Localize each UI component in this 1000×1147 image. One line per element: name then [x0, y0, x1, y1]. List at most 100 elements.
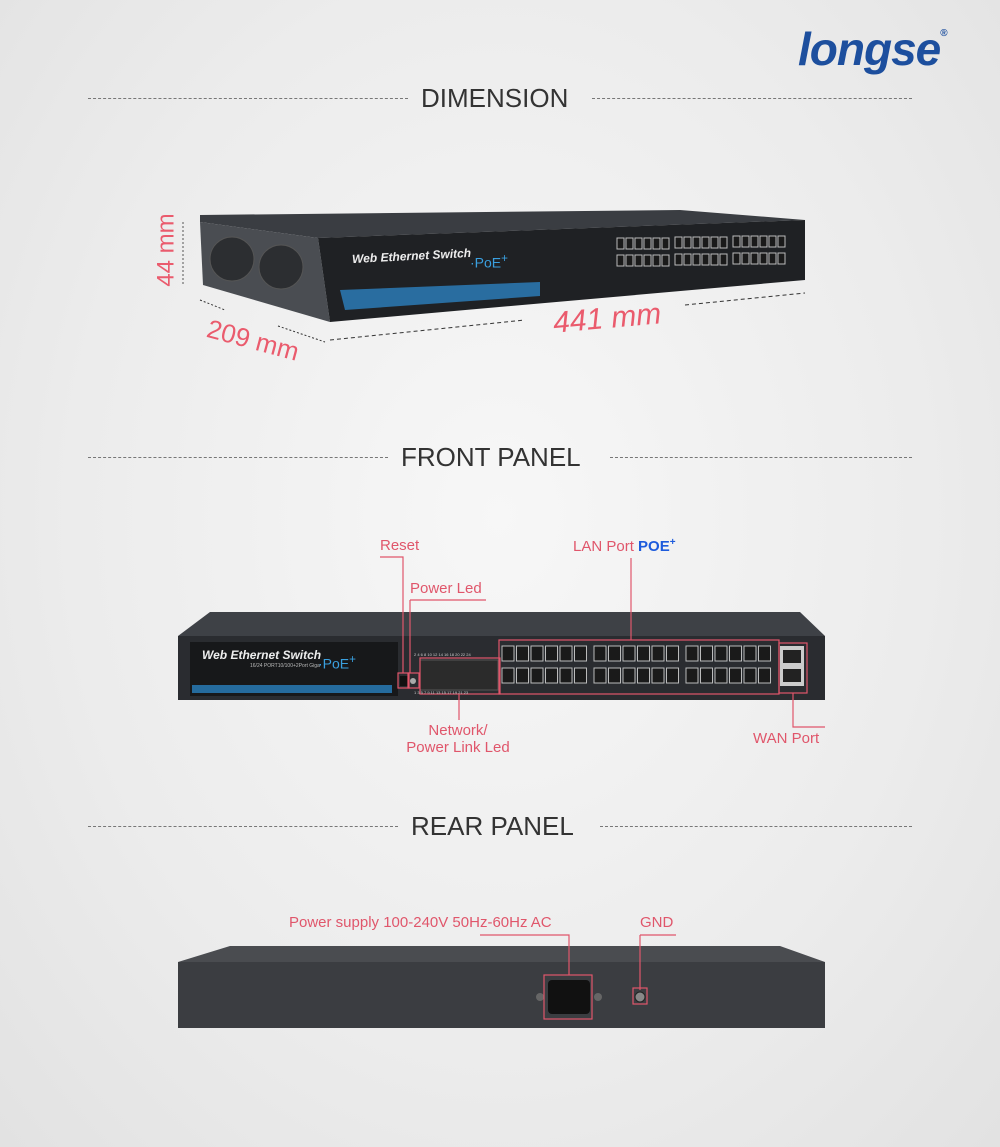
logo-text: longse	[798, 23, 941, 75]
ethernet-port	[643, 254, 652, 267]
ethernet-port	[625, 237, 634, 250]
ethernet-port	[692, 253, 701, 266]
label-line: Power Link Led	[406, 739, 510, 756]
section-dimension: DIMENSION	[0, 83, 1000, 113]
ethernet-port	[593, 645, 607, 662]
power-led	[410, 678, 416, 684]
ethernet-port	[651, 645, 665, 662]
switch-rear-panel	[178, 934, 825, 1028]
registered-mark: ®	[940, 28, 947, 39]
ethernet-port	[593, 667, 607, 684]
switch-body	[178, 962, 825, 1028]
section-front-panel: FRONT PANEL	[0, 442, 1000, 472]
switch-top	[178, 946, 825, 962]
ethernet-port	[732, 235, 741, 248]
divider	[88, 98, 408, 99]
width-line	[684, 292, 806, 306]
ethernet-port	[545, 645, 558, 662]
ethernet-port	[516, 645, 529, 662]
ethernet-port	[643, 237, 652, 250]
wan-port-label: WAN Port	[753, 730, 820, 747]
switch-perspective	[182, 210, 806, 343]
network-led-label: Network/Power Link Led	[403, 722, 513, 756]
led-numbers-top: 2 4 6 8 10 12 14 16 18 20 22 24	[414, 652, 471, 657]
ethernet-port	[674, 236, 683, 249]
power-socket	[548, 980, 590, 1014]
ethernet-port	[666, 667, 679, 684]
ethernet-port	[637, 667, 650, 684]
ethernet-port	[701, 236, 710, 249]
ethernet-port	[758, 667, 771, 684]
ethernet-port	[616, 254, 625, 267]
ethernet-port	[637, 645, 650, 662]
led-numbers-bottom: 1 3 5 7 9 11 13 15 17 19 21 23	[414, 690, 469, 695]
reset-label: Reset	[380, 537, 420, 554]
reset-button[interactable]	[400, 676, 408, 686]
ethernet-port	[625, 254, 634, 267]
ethernet-port	[608, 645, 621, 662]
ethernet-port	[622, 667, 636, 684]
divider	[88, 826, 398, 827]
port-grid	[616, 235, 786, 267]
ethernet-port	[729, 667, 742, 684]
ethernet-port	[666, 645, 679, 662]
ethernet-port	[777, 235, 786, 248]
section-title: FRONT PANEL	[401, 442, 581, 472]
ethernet-port	[683, 236, 692, 249]
ethernet-port	[714, 645, 728, 662]
section-title: REAR PANEL	[411, 811, 574, 841]
poe-text: POE	[638, 538, 670, 555]
ethernet-port	[700, 645, 713, 662]
switch-front-panel	[178, 556, 825, 728]
ethernet-port	[710, 236, 719, 249]
lan-port-text: LAN Port	[573, 538, 634, 555]
screw-icon	[536, 993, 544, 1001]
depth-line	[199, 299, 226, 311]
poe-badge: ·PoE+	[318, 653, 356, 672]
ethernet-port	[661, 254, 670, 267]
switch-top	[178, 612, 825, 636]
ethernet-port	[651, 667, 665, 684]
poe-sup: +	[349, 653, 356, 666]
poe-sup: +	[501, 252, 508, 265]
poe-sup: +	[669, 537, 676, 548]
fan-vent	[258, 244, 304, 290]
led-panel	[419, 659, 499, 691]
ethernet-port	[634, 237, 643, 250]
ethernet-port	[574, 645, 587, 662]
blue-stripe	[340, 282, 540, 310]
ethernet-port	[777, 252, 786, 265]
ethernet-port	[622, 645, 636, 662]
ethernet-port	[768, 252, 777, 265]
ethernet-port	[758, 645, 771, 662]
wan-port	[783, 650, 801, 663]
poe-text: ·PoE	[318, 655, 350, 672]
ethernet-port	[759, 252, 768, 265]
divider	[600, 826, 912, 827]
ethernet-port	[501, 667, 515, 684]
ethernet-port	[701, 253, 710, 266]
width-line	[329, 319, 526, 341]
ethernet-port	[559, 645, 573, 662]
ethernet-port	[743, 645, 757, 662]
ethernet-port	[652, 254, 661, 267]
ethernet-port	[608, 667, 621, 684]
ethernet-port	[741, 235, 750, 248]
height-label: 44 mm	[152, 213, 180, 287]
power-supply-label: Power supply 100-240V 50Hz-60Hz AC	[289, 914, 552, 931]
ethernet-port	[732, 252, 741, 265]
device-subtitle: 16/24 PORT10/100+2Port Giga	[250, 663, 320, 669]
power-led-label: Power Led	[410, 580, 482, 597]
ethernet-port	[750, 252, 759, 265]
ethernet-port	[674, 253, 683, 266]
ethernet-port	[574, 667, 587, 684]
ethernet-port	[545, 667, 558, 684]
gnd-terminal	[634, 991, 646, 1003]
ethernet-port	[714, 667, 728, 684]
lan-ports	[501, 645, 771, 684]
divider	[88, 457, 388, 458]
ethernet-port	[750, 235, 759, 248]
depth-line	[277, 325, 326, 343]
ethernet-port	[634, 254, 643, 267]
ethernet-port	[719, 253, 728, 266]
